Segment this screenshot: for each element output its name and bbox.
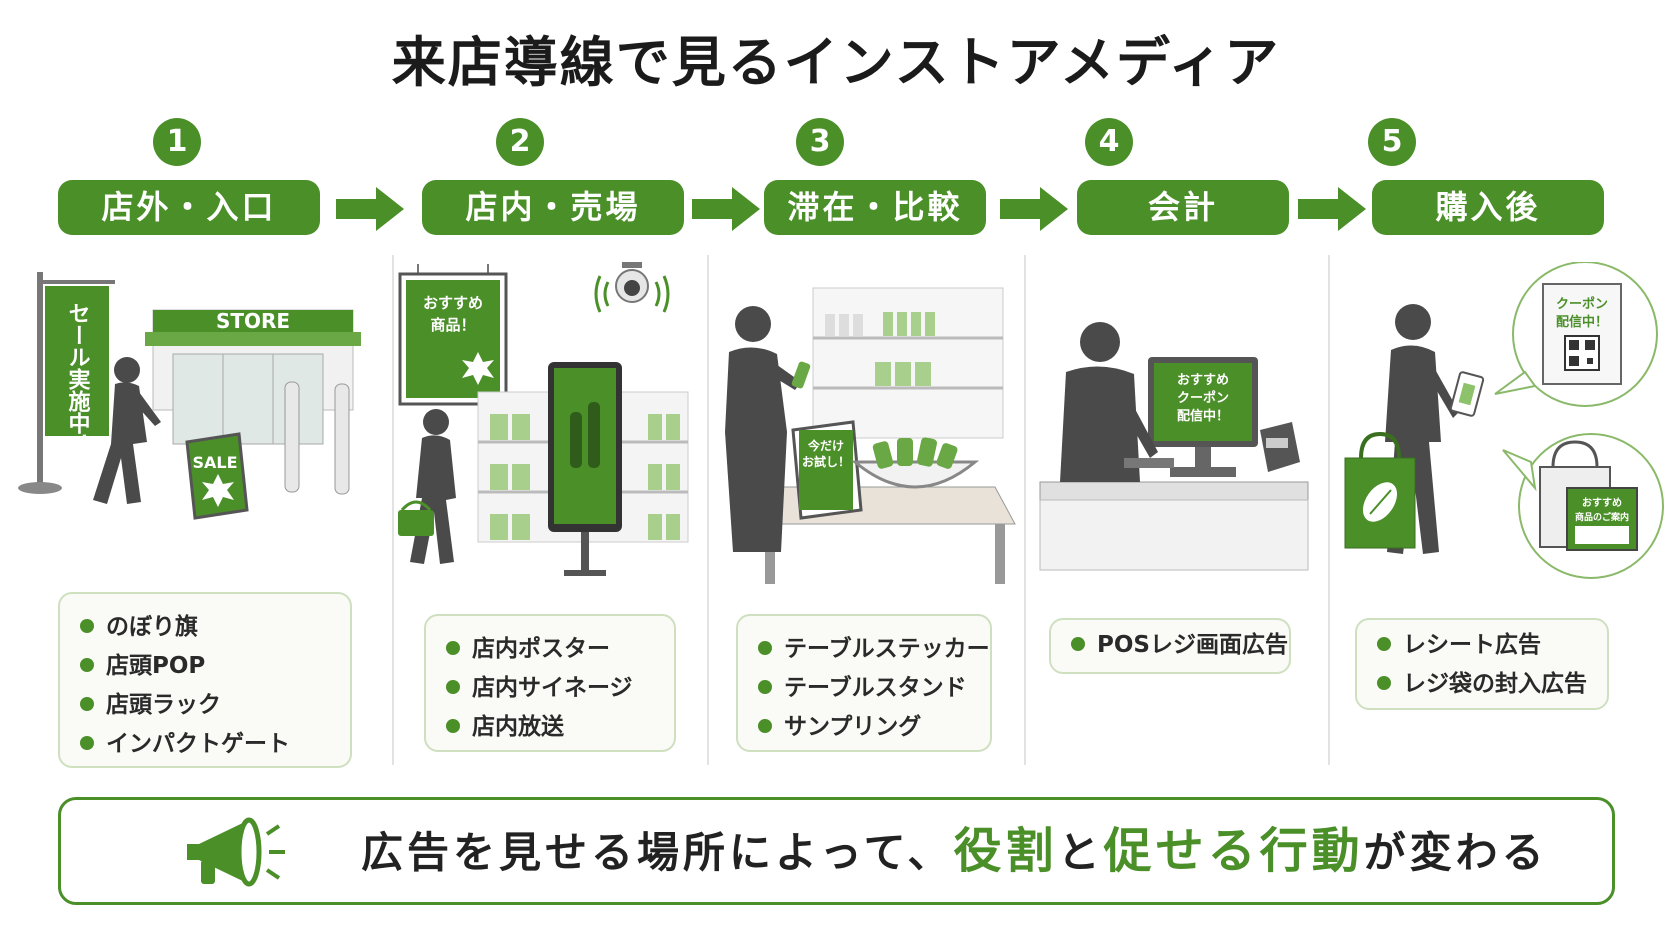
bullet-icon [80,658,94,672]
poster-text-2: 商品！ [430,316,475,334]
checkout-illustration: おすすめ クーポン 配信中！ [1039,322,1309,571]
insert-text-2: 商品のご案内 [1575,511,1629,523]
list-item: 店内放送 [446,708,674,747]
stage-label-2: 店内・売場 [422,180,684,235]
table-stand-text-2: お試し！ [802,454,850,469]
list-item: のぼり旗 [80,608,350,647]
sales-floor-illustration: おすすめ 商品！ [398,262,689,576]
item-label: 店頭ラック [106,692,221,718]
bullet-icon [80,697,94,711]
item-label: 店内サイネージ [472,675,633,701]
footer-text: と [1057,828,1104,877]
arrow-right-icon [1298,187,1366,231]
stage-label-4: 会計 [1077,180,1289,235]
bullet-icon [80,619,94,633]
item-label: のぼり旗 [106,614,198,640]
stage-items-box-4: POSレジ画面広告 [1049,618,1291,674]
step-number-2: 2 [496,118,544,166]
list-item: POSレジ画面広告 [1071,626,1289,665]
poster-text-1: おすすめ [423,294,483,312]
stage-label-3: 滞在・比較 [764,180,986,235]
arrow-right-icon [336,187,404,231]
item-label: テーブルステッカー [784,636,990,662]
list-item: サンプリング [758,708,990,747]
store-entrance-illustration: セール実施中！ STORE SALE [18,272,361,520]
divider [1024,255,1026,765]
bullet-icon [758,641,772,655]
arrow-right-icon [1000,187,1068,231]
step-number-5: 5 [1368,118,1416,166]
bullet-icon [1377,676,1391,690]
arrow-right-icon [692,187,760,231]
list-item: テーブルスタンド [758,669,990,708]
list-item: 店頭POP [80,647,350,686]
pos-screen-text-1: おすすめ [1177,373,1229,388]
footer-text: が変わる [1363,828,1548,877]
bullet-icon [446,680,460,694]
item-label: 店頭POP [106,653,206,679]
footer-highlight: 促せる行動 [1103,823,1364,879]
comparison-illustration: 今だけ お試し！ [725,287,1016,584]
list-item: 店頭ラック [80,686,350,725]
item-label: サンプリング [784,714,922,740]
pos-screen-text-3: 配信中！ [1177,408,1229,424]
stage-label-1: 店外・入口 [58,180,320,235]
list-item: インパクトゲート [80,725,350,764]
stage-items-box-3: テーブルステッカー テーブルスタンド サンプリング [736,614,992,752]
flag-banner-text: セール実施中！ [65,302,91,456]
bullet-icon [1377,637,1391,651]
step-number-4: 4 [1085,118,1133,166]
coupon-text-1: クーポン [1556,296,1608,312]
insert-text-1: おすすめ [1582,497,1622,509]
bullet-icon [758,719,772,733]
footer-message: 広告を見せる場所によって、役割と促せる行動が変わる [361,800,1548,902]
bullet-icon [446,719,460,733]
item-label: テーブルスタンド [784,675,967,701]
stage-items-box-1: のぼり旗 店頭POP 店頭ラック インパクトゲート [58,592,352,768]
page-title: 来店導線で見るインストアメディア [391,31,1281,94]
footer-text: 広告を見せる場所によって、 [361,828,954,877]
pos-screen-text-2: クーポン [1177,390,1229,406]
list-item: レシート広告 [1377,626,1607,665]
divider [392,255,394,765]
list-item: 店内ポスター [446,630,674,669]
bullet-icon [80,736,94,750]
list-item: テーブルステッカー [758,630,990,669]
stage-label-5: 購入後 [1372,180,1604,235]
megaphone-icon [187,817,285,887]
divider [707,255,709,765]
step-number-3: 3 [796,118,844,166]
item-label: 店内ポスター [472,636,610,662]
footer-highlight: 役割 [953,823,1058,879]
step-number-1: 1 [153,118,201,166]
after-purchase-illustration: クーポン 配信中！ おすすめ 商品のご案内 [1344,262,1664,579]
bullet-icon [758,680,772,694]
coupon-text-2: 配信中！ [1556,314,1608,330]
divider [1328,255,1330,765]
item-label: POSレジ画面広告 [1097,632,1288,658]
stage-items-box-2: 店内ポスター 店内サイネージ 店内放送 [424,614,676,752]
list-item: レジ袋の封入広告 [1377,665,1607,704]
footer-message-box: 広告を見せる場所によって、役割と促せる行動が変わる [58,797,1615,905]
item-label: レジ袋の封入広告 [1403,671,1587,697]
table-stand-text-1: 今だけ [807,438,844,453]
bullet-icon [1071,637,1085,651]
item-label: 店内放送 [472,714,564,740]
stage-items-box-5: レシート広告 レジ袋の封入広告 [1355,618,1609,710]
item-label: レシート広告 [1403,632,1541,658]
bullet-icon [446,641,460,655]
store-sign-text: STORE [216,309,290,333]
sale-sign-text: SALE [192,453,237,472]
item-label: インパクトゲート [106,731,290,757]
list-item: 店内サイネージ [446,669,674,708]
